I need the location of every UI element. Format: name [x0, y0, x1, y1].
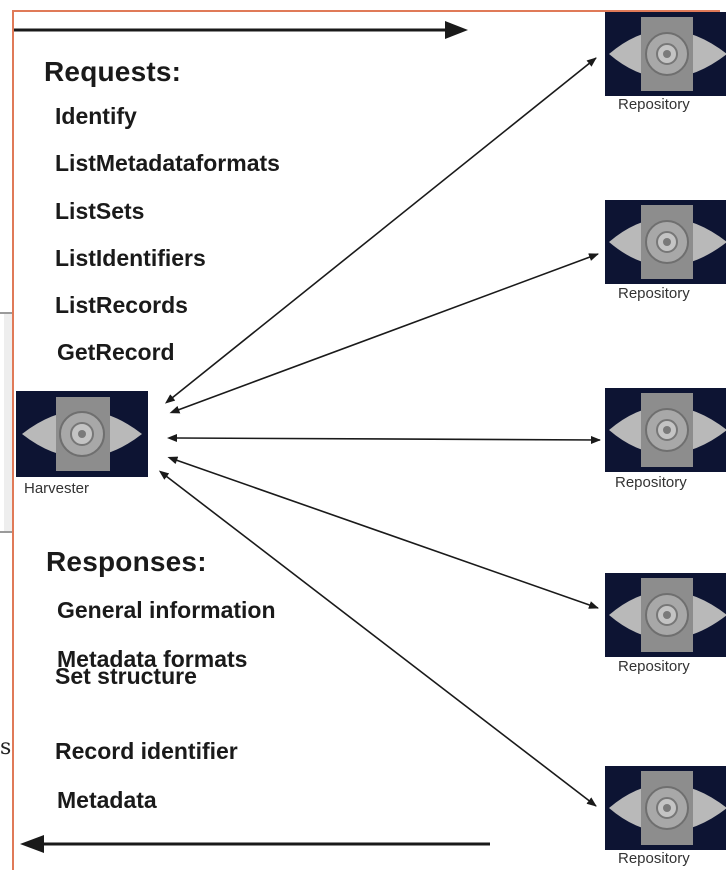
connection-repository-3 — [167, 434, 601, 444]
harvester-icon — [16, 391, 148, 477]
request-flow-arrow — [14, 21, 468, 39]
response-item: Record identifier — [55, 738, 238, 764]
repository-1-label: Repository — [618, 96, 690, 113]
edge-bracket-bottom — [0, 531, 12, 533]
edge-bracket-top — [0, 312, 12, 314]
diagram-frame — [12, 10, 720, 870]
repository-4-label: Repository — [618, 658, 690, 675]
request-item: ListSets — [55, 198, 145, 224]
responses-heading: Responses: — [46, 546, 207, 577]
response-item: Metadata — [57, 787, 157, 813]
connection-repository-4 — [167, 456, 599, 609]
repository-5-icon — [605, 766, 726, 850]
response-flow-arrow — [20, 835, 490, 853]
repository-1-icon — [605, 12, 726, 96]
request-item: ListIdentifiers — [55, 245, 206, 271]
repository-3-icon — [605, 388, 726, 472]
repository-5-label: Repository — [618, 850, 690, 867]
edge-text-fragment: s — [0, 735, 12, 760]
harvester-label: Harvester — [24, 480, 90, 497]
connection-repository-1 — [164, 57, 597, 404]
request-item: ListRecords — [55, 292, 188, 318]
request-item: Identify — [55, 103, 137, 129]
connection-repository-2 — [169, 253, 599, 414]
request-item: GetRecord — [57, 339, 175, 365]
response-item: General information — [57, 597, 276, 623]
requests-heading: Requests: — [44, 56, 182, 87]
response-item: Set structure — [55, 663, 197, 689]
repository-3-label: Repository — [615, 474, 687, 491]
repository-4-icon — [605, 573, 726, 657]
response-item: Metadata formats — [57, 646, 248, 672]
request-item: ListMetadataformats — [55, 150, 280, 176]
repository-2-icon — [605, 200, 726, 284]
edge-side-panel — [4, 314, 12, 531]
repository-2-label: Repository — [618, 285, 690, 302]
connection-repository-5 — [158, 470, 597, 807]
